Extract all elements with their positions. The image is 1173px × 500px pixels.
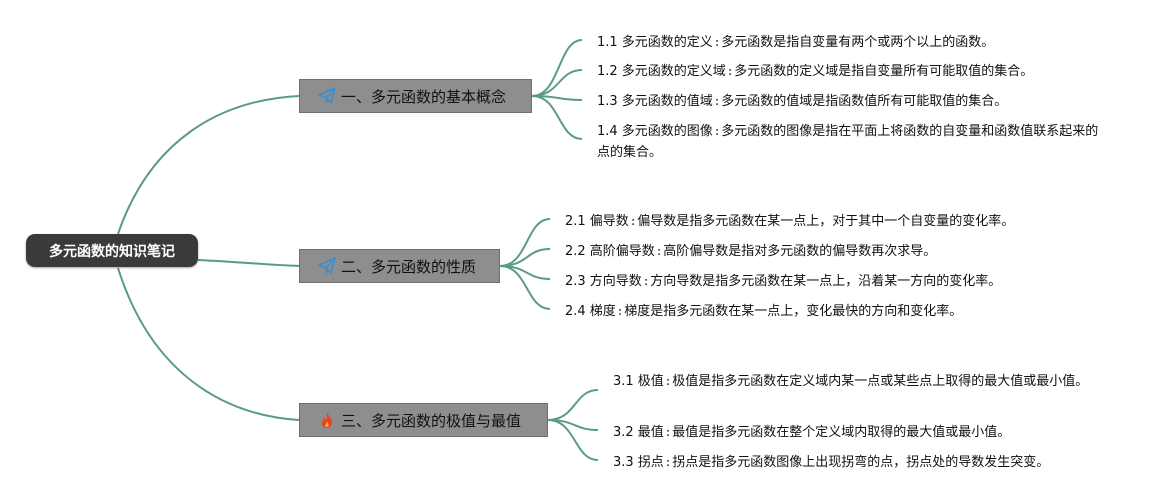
leaf-item[interactable]: 2.3 方向导数:方向导数是指多元函数在某一点上，沿着某一方向的变化率。: [565, 274, 1002, 289]
leaf-item[interactable]: 3.2 最值:最值是指多元函数在整个定义域内取得的最大值或最小值。: [613, 425, 1011, 440]
branch-node-extrema[interactable]: 三、多元函数的极值与最值: [299, 403, 548, 437]
connector-b1-leaf-2: [531, 69, 583, 97]
leaf-label: 1.3 多元函数的值域: [597, 94, 713, 109]
leaf-item[interactable]: 2.1 偏导数:偏导数是指多元函数在某一点上，对于其中一个自变量的变化率。: [565, 214, 1015, 229]
connector-b1-leaf-4: [531, 95, 583, 140]
flame-icon: [318, 411, 336, 429]
leaf-label: 1.4 多元函数的图像: [597, 124, 713, 139]
leaf-item[interactable]: 2.2 高阶偏导数:高阶偏导数是指对多元函数的偏导数再次求导。: [565, 244, 937, 259]
connector-root-branch-2: [197, 259, 300, 267]
branch-label: 一、多元函数的基本概念: [341, 87, 507, 106]
leaf-label: 3.1 极值: [613, 374, 664, 389]
root-node[interactable]: 多元函数的知识笔记: [26, 234, 198, 267]
leaf-item[interactable]: 3.1 极值:极值是指多元函数在定义域内某一点或某些点上取得的最大值或最小值。: [613, 374, 1089, 389]
branch-node-basic-concepts[interactable]: 一、多元函数的基本概念: [299, 79, 532, 113]
branch-label: 三、多元函数的极值与最值: [341, 411, 522, 430]
connector-root-branch-3: [117, 267, 300, 421]
branch-node-properties[interactable]: 二、多元函数的性质: [299, 249, 500, 283]
connector-root-branch-1: [117, 95, 300, 235]
leaf-text: 梯度是指多元函数在某一点上，变化最快的方向和变化率。: [624, 304, 963, 319]
connector-b3-leaf-3: [547, 419, 599, 461]
leaf-item[interactable]: 1.3 多元函数的值域:多元函数的值域是指函数值所有可能取值的集合。: [597, 94, 1008, 109]
leaf-text: 拐点是指多元函数图像上出现拐弯的点，拐点处的导数发生突变。: [672, 455, 1050, 470]
connector-b3-leaf-1: [547, 389, 599, 421]
root-label: 多元函数的知识笔记: [49, 243, 175, 260]
leaf-label: 1.2 多元函数的定义域: [597, 64, 726, 79]
leaf-item[interactable]: 1.1 多元函数的定义:多元函数是指自变量有两个或两个以上的函数。: [597, 35, 995, 50]
leaf-item[interactable]: 1.4 多元函数的图像:多元函数的图像是指在平面上将函数的自变量和函数值联系起来…: [597, 124, 1099, 160]
leaf-item[interactable]: 1.2 多元函数的定义域:多元函数的定义域是指自变量所有可能取值的集合。: [597, 64, 1034, 79]
leaf-label: 2.4 梯度: [565, 304, 616, 319]
leaf-label: 3.2 最值: [613, 425, 664, 440]
connector-b2-leaf-2: [499, 248, 551, 267]
leaf-text: 最值是指多元函数在整个定义域内取得的最大值或最小值。: [672, 425, 1011, 440]
leaf-item[interactable]: 2.4 梯度:梯度是指多元函数在某一点上，变化最快的方向和变化率。: [565, 304, 963, 319]
paper-plane-icon: [318, 257, 336, 275]
leaf-text: 多元函数是指自变量有两个或两个以上的函数。: [721, 35, 995, 50]
paper-plane-icon: [318, 87, 336, 105]
leaf-label: 2.2 高阶偏导数: [565, 244, 655, 259]
leaf-text: 极值是指多元函数在定义域内某一点或某些点上取得的最大值或最小值。: [672, 374, 1089, 389]
leaf-item[interactable]: 3.3 拐点:拐点是指多元函数图像上出现拐弯的点，拐点处的导数发生突变。: [613, 455, 1050, 470]
leaf-text: 多元函数的值域是指函数值所有可能取值的集合。: [721, 94, 1008, 109]
leaf-text: 高阶偏导数是指对多元函数的偏导数再次求导。: [663, 244, 937, 259]
leaf-label: 2.1 偏导数: [565, 214, 629, 229]
leaf-label: 1.1 多元函数的定义: [597, 35, 713, 50]
leaf-text: 多元函数的定义域是指自变量所有可能取值的集合。: [734, 64, 1034, 79]
leaf-text: 方向导数是指多元函数在某一点上，沿着某一方向的变化率。: [650, 274, 1002, 289]
leaf-label: 2.3 方向导数: [565, 274, 642, 289]
connector-b2-leaf-4: [499, 265, 551, 310]
leaf-text: 多元函数的图像是指在平面上将函数的自变量和函数值联系起来的点的集合。: [597, 124, 1099, 160]
leaf-label: 3.3 拐点: [613, 455, 664, 470]
connector-b1-leaf-1: [531, 39, 583, 97]
leaf-text: 偏导数是指多元函数在某一点上，对于其中一个自变量的变化率。: [637, 214, 1015, 229]
branch-label: 二、多元函数的性质: [341, 257, 477, 276]
